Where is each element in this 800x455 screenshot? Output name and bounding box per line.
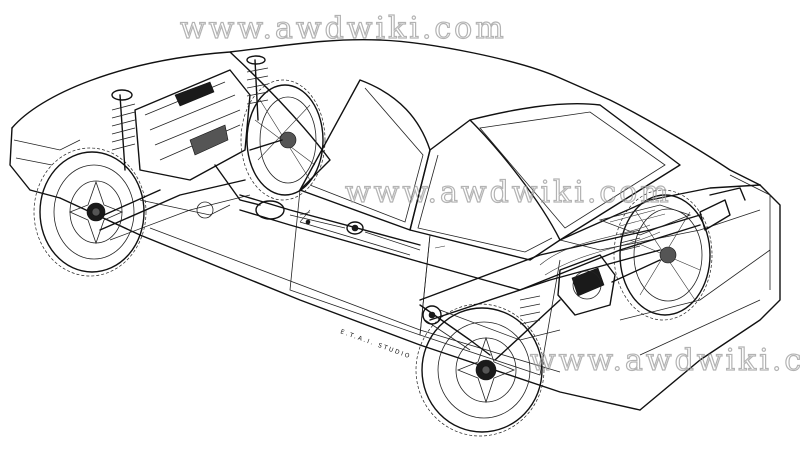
watermark-middle: www.awdwiki.com [345,175,672,210]
front-right-wheel [240,79,326,201]
rear-left-wheel [415,303,545,437]
studio-credit: E.T.A.I. STUDIO [339,328,412,360]
car-body-outline [9,38,781,411]
watermark-bottom: www.awdwiki.com [530,343,800,378]
front-drivetrain [99,55,283,241]
center-tunnel [239,194,421,263]
watermarks: www.awdwiki.com www.awdwiki.com www.awdw… [179,10,800,378]
rear-drivetrain [419,187,746,361]
front-left-wheel [33,147,147,277]
watermark-top: www.awdwiki.com [180,11,507,46]
rear-right-wheel [613,189,713,321]
windows [229,51,681,261]
